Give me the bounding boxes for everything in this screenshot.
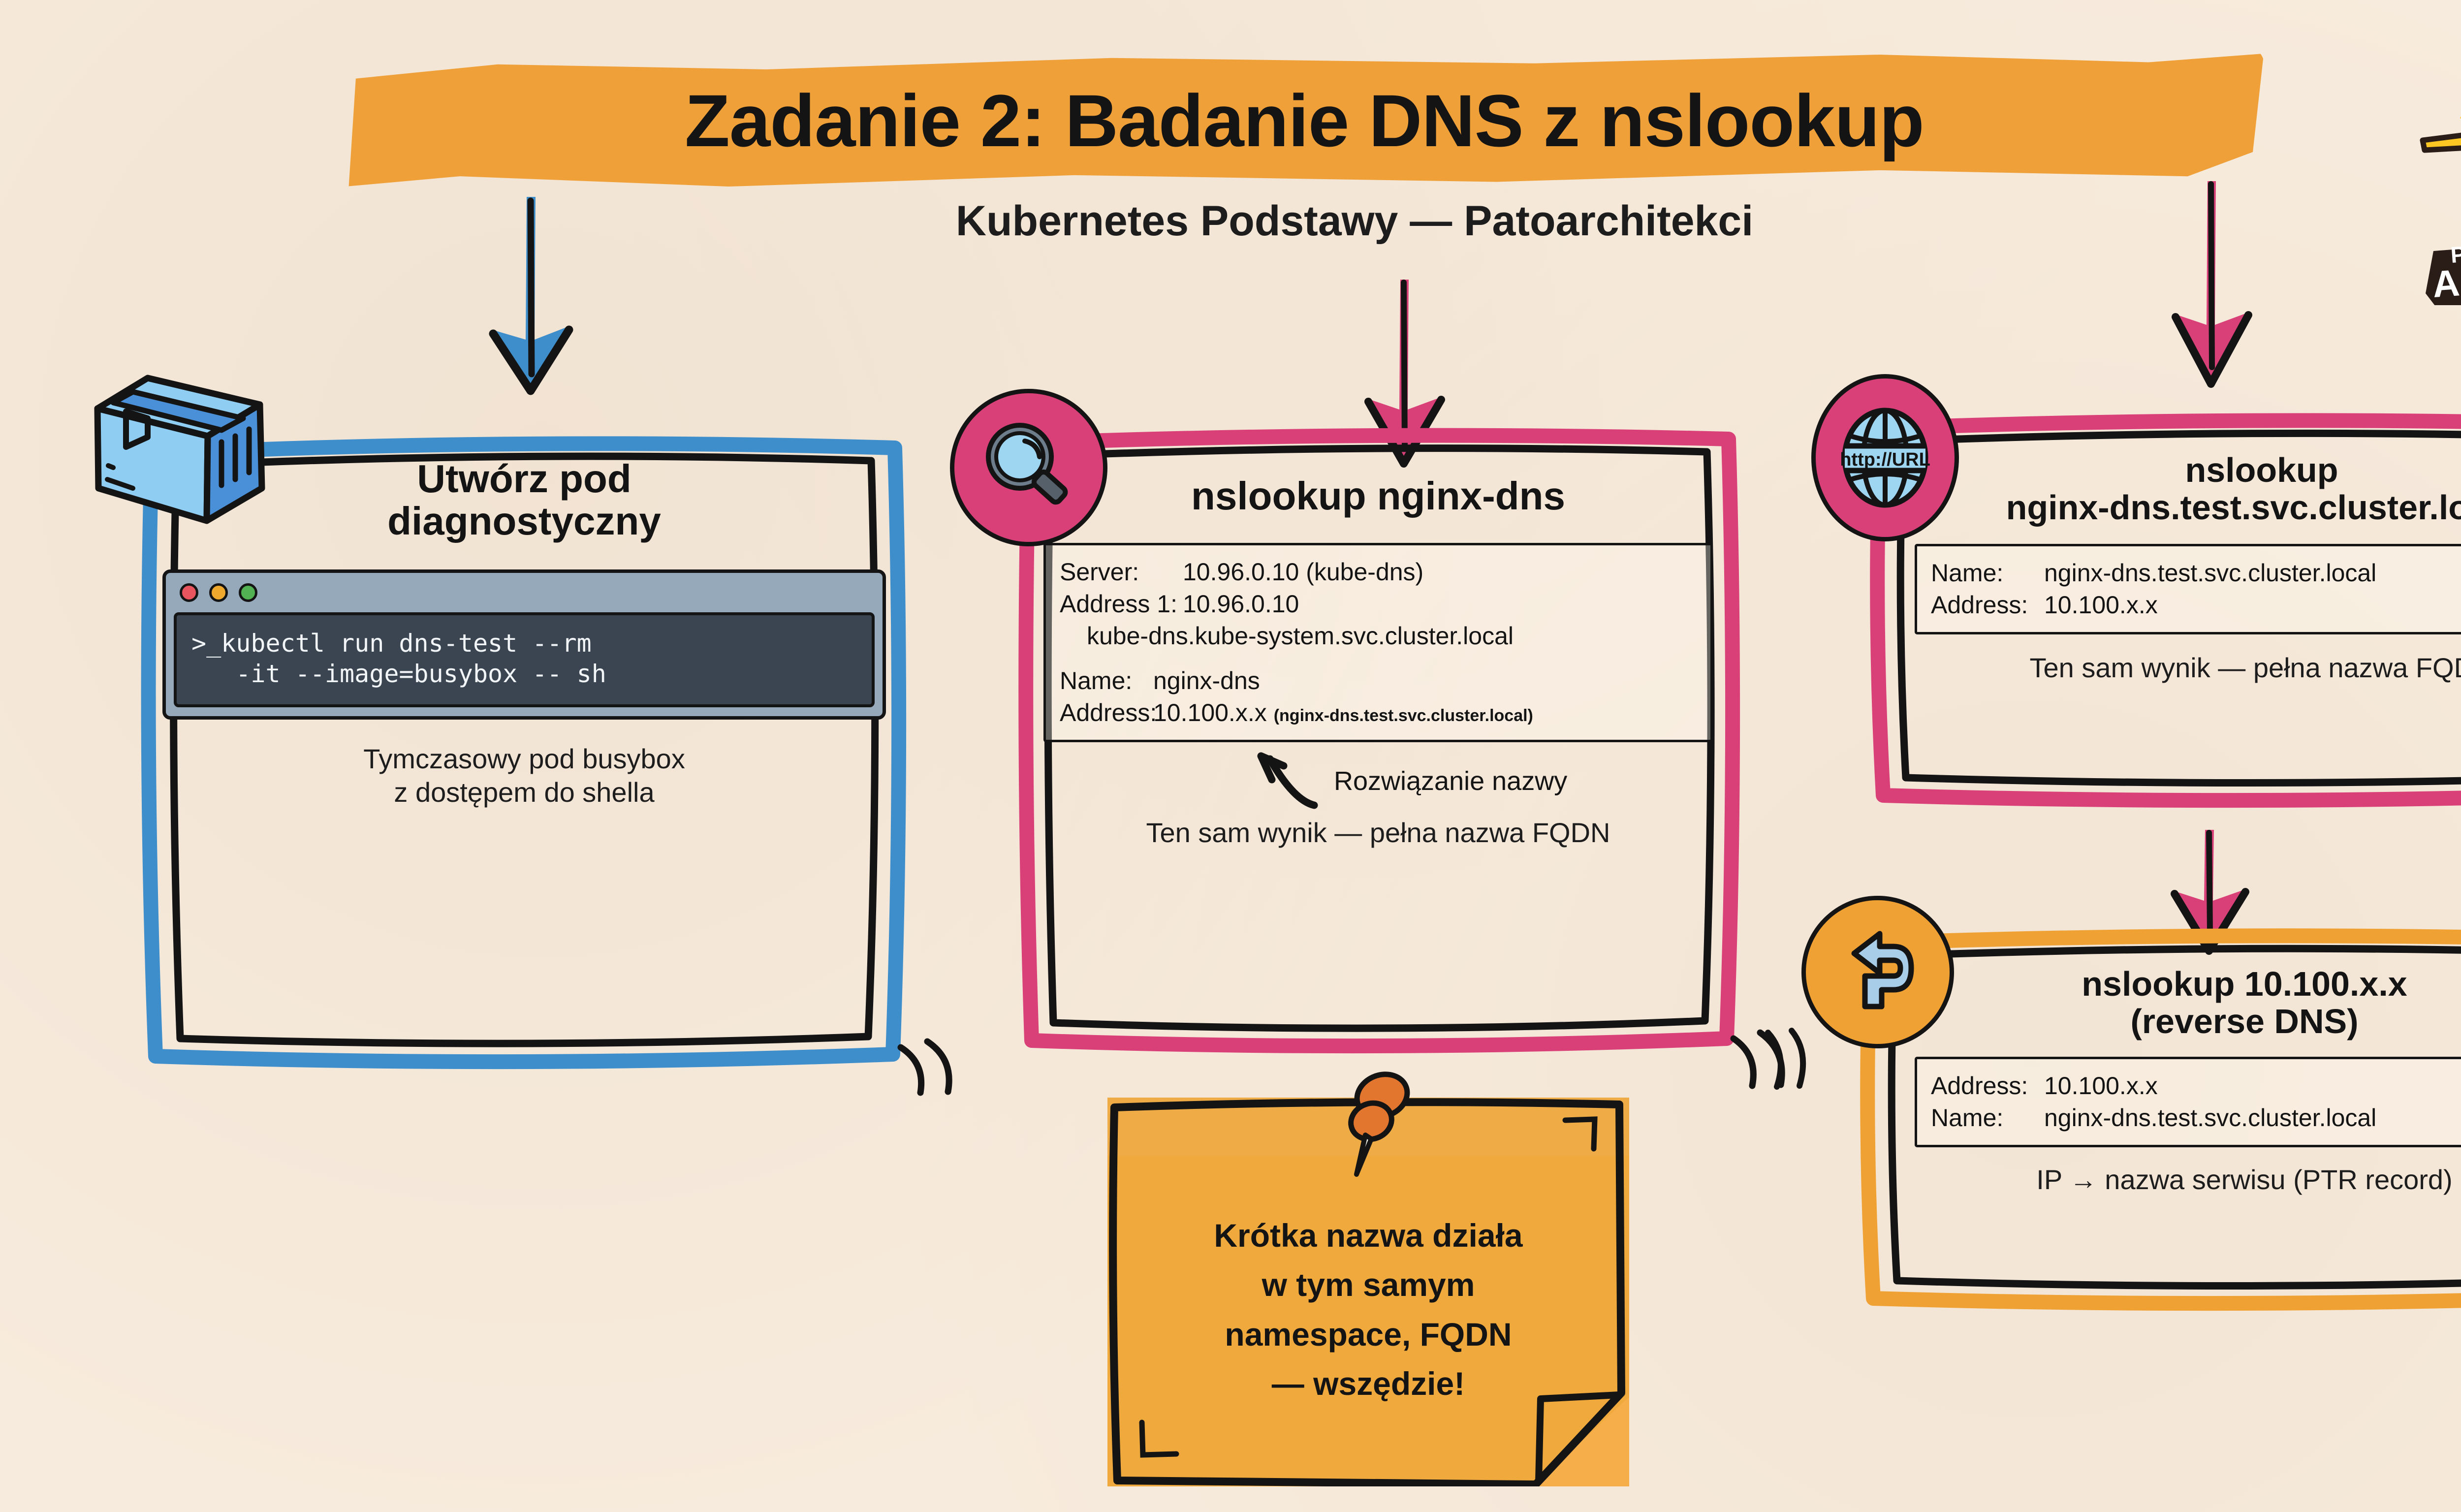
terminal-body: >_kubectl run dns-test --rm -it --image=… bbox=[174, 612, 875, 707]
brand-logo: PATO ARCHITEKCI bbox=[2404, 5, 2461, 310]
panel-nslookup-fqdn[interactable]: nslookup nginx-dns.test.svc.cluster.loca… bbox=[1865, 409, 2461, 812]
magnifier-icon bbox=[950, 389, 1107, 546]
sticky-note-outline bbox=[1109, 1098, 1625, 1486]
logo-line1: PATO bbox=[2450, 238, 2461, 268]
panel-caption-shortname: Ten sam wynik — pełna nazwa FQDN bbox=[1146, 817, 1610, 849]
output-row: Address:10.100.x.x(nginx-dns.test.svc.cl… bbox=[1060, 699, 1533, 727]
globe-url-label: http://URL bbox=[1840, 449, 1930, 470]
panel-title-pod: Utwórz pod diagnostyczny bbox=[387, 457, 661, 543]
output-row: Address:10.100.x.x bbox=[1931, 1072, 2158, 1100]
panel-frame bbox=[1870, 413, 2461, 808]
sticky-note-text: Krótka nazwa działa w tym samym namespac… bbox=[1214, 1217, 1523, 1402]
panel-reverse-dns[interactable]: nslookup 10.100.x.x (reverse DNS) Addres… bbox=[1856, 925, 2461, 1314]
panel-frame bbox=[1860, 928, 2461, 1311]
output-row: Name:nginx-dns.test.svc.cluster.local bbox=[1931, 559, 2377, 587]
title-band: Zadanie 2: Badanie DNS z nslookup bbox=[345, 54, 2264, 187]
panel-frame bbox=[141, 436, 907, 1070]
panel-caption-reverse: IP → nazwa serwisu (PTR record) bbox=[2036, 1164, 2453, 1196]
annotation-arrow bbox=[1257, 752, 1318, 809]
package-box-icon bbox=[74, 364, 281, 561]
panel-title-shortname: nslookup nginx-dns bbox=[1191, 474, 1565, 518]
arrow-to-pod-panel bbox=[489, 197, 573, 395]
push-pin-icon bbox=[1348, 1071, 1410, 1177]
terminal-minimize-dot[interactable] bbox=[209, 583, 228, 602]
arrow-to-fqdn-panel bbox=[2172, 181, 2252, 388]
output-row: Name:nginx-dns.test.svc.cluster.local bbox=[1931, 1104, 2377, 1132]
nslookup-fqdn-output: Name:nginx-dns.test.svc.cluster.local Ad… bbox=[1915, 544, 2461, 635]
sticky-note[interactable]: Krótka nazwa działa w tym samym namespac… bbox=[1107, 1071, 1629, 1486]
panel-title-fqdn: nslookup nginx-dns.test.svc.cluster.loca… bbox=[2006, 451, 2461, 527]
output-row: Address:10.100.x.x bbox=[1931, 591, 2158, 619]
panel-nslookup-shortname[interactable]: nslookup nginx-dns Server:10.96.0.10 (ku… bbox=[1014, 423, 1742, 1058]
terminal-close-dot[interactable] bbox=[180, 583, 198, 602]
panel-caption-pod: Tymczasowy pod busybox z dostępem do she… bbox=[363, 743, 685, 808]
output-row: Name:nginx-dns bbox=[1060, 667, 1260, 695]
arrow-to-shortname-panel bbox=[1364, 280, 1445, 468]
globe-url-icon: http://URL bbox=[1811, 374, 1959, 541]
output-row: Server:10.96.0.10 (kube-dns) bbox=[1060, 558, 1424, 586]
decorative-squiggle-left-reverse bbox=[1765, 1028, 1806, 1090]
nslookup-reverse-output: Address:10.100.x.x Name:nginx-dns.test.s… bbox=[1915, 1057, 2461, 1148]
output-row: Address 1:10.96.0.10 bbox=[1060, 590, 1299, 618]
terminal-maximize-dot[interactable] bbox=[239, 583, 257, 602]
terminal-command-line-1: >_kubectl run dns-test --rm bbox=[191, 629, 592, 658]
panel-frame bbox=[1018, 428, 1740, 1054]
nslookup-shortname-output: Server:10.96.0.10 (kube-dns) Address 1:1… bbox=[1043, 543, 1713, 743]
terminal-window[interactable]: >_kubectl run dns-test --rm -it --image=… bbox=[162, 569, 886, 720]
terminal-command-line-2: -it --image=busybox -- sh bbox=[191, 660, 606, 689]
panel-title-reverse: nslookup 10.100.x.x (reverse DNS) bbox=[2082, 965, 2407, 1040]
panel-create-diagnostic-pod[interactable]: Utwórz pod diagnostyczny >_kubectl run d… bbox=[133, 409, 915, 1088]
page-title: Zadanie 2: Badanie DNS z nslookup bbox=[685, 79, 1924, 162]
u-turn-arrow-icon bbox=[1801, 896, 1954, 1048]
output-row: kube-dns.kube-system.svc.cluster.local bbox=[1087, 622, 1514, 650]
decorative-squiggle-pod bbox=[897, 1038, 952, 1096]
terminal-titlebar bbox=[166, 573, 883, 612]
page-subtitle: Kubernetes Podstawy — Patoarchitekci bbox=[955, 197, 1754, 245]
panel-caption-fqdn: Ten sam wynik — pełna nazwa FQDN bbox=[2029, 652, 2461, 684]
annotation-name-resolution: Rozwiązanie nazwy bbox=[1334, 766, 1568, 796]
